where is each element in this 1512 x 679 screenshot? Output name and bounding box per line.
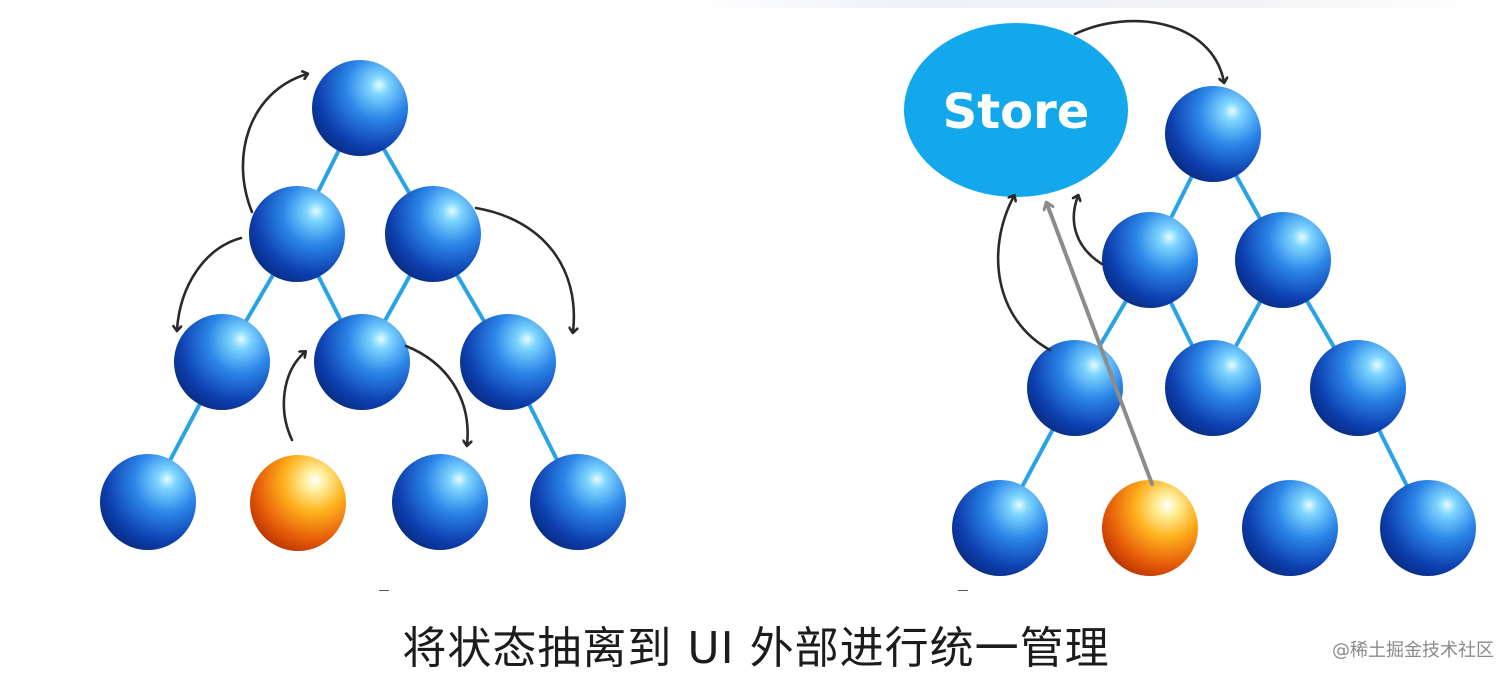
top-edge-strip <box>690 0 1490 8</box>
right-store-arrows <box>996 19 1224 352</box>
tree-node <box>1165 340 1261 436</box>
tree-node <box>100 454 196 550</box>
update-to-store-arrow <box>1047 204 1154 486</box>
tree-node <box>1380 480 1476 576</box>
left-tree-edges <box>146 106 580 503</box>
tick-mark <box>379 590 389 597</box>
tree-node <box>1027 340 1123 436</box>
tree-node <box>530 454 626 550</box>
diagram-caption: 将状态抽离到 UI 外部进行统一管理 <box>402 623 1110 674</box>
changed-node <box>250 455 346 551</box>
store-label: Store <box>943 84 1090 140</box>
tree-node <box>1235 212 1331 308</box>
propagation-arrow <box>177 236 243 330</box>
propagation-arrow <box>404 344 468 445</box>
tree-node <box>1102 212 1198 308</box>
store-to-root-arrow <box>1073 19 1224 82</box>
tree-node <box>1242 480 1338 576</box>
tree-node <box>952 480 1048 576</box>
propagation-arrow <box>282 352 305 442</box>
propagation-arrow <box>474 206 574 332</box>
tree-node <box>249 186 345 282</box>
tree-node <box>314 314 410 410</box>
propagation-arrow <box>241 74 307 214</box>
tree-node <box>392 454 488 550</box>
tree-node <box>460 314 556 410</box>
right-tree-nodes <box>952 86 1476 576</box>
node-to-store-arrow <box>1074 196 1104 266</box>
tree-node <box>174 314 270 410</box>
tick-mark <box>958 590 968 597</box>
store-node: Store <box>904 23 1128 197</box>
right-tree-edges <box>998 133 1430 529</box>
node-to-store-arrow <box>996 196 1052 352</box>
watermark: @稀土掘金技术社区 <box>1332 640 1494 661</box>
store-ellipse <box>904 23 1128 197</box>
left-propagation-arrows <box>177 74 574 445</box>
tree-node <box>1165 86 1261 182</box>
left-tree-nodes <box>100 60 626 551</box>
tree-node <box>1310 340 1406 436</box>
changed-node <box>1102 480 1198 576</box>
tree-node <box>312 60 408 156</box>
tree-node <box>385 186 481 282</box>
